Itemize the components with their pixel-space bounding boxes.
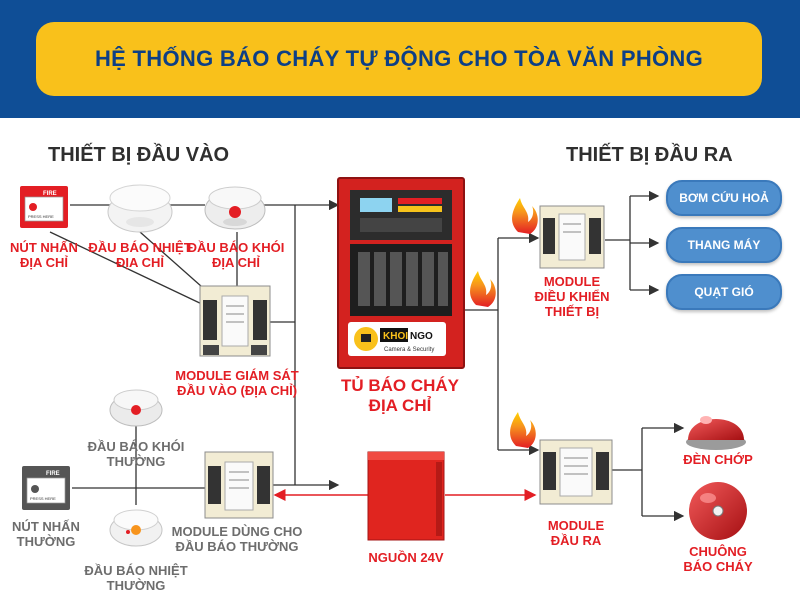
fire-bell-icon [689,482,747,540]
mcp-fire-text: FIRE [43,191,57,197]
output-elevator-pill: THANG MÁY [666,227,782,263]
manual-call-point-address: FIRE PRESS HERE [20,186,68,228]
smoke-detector-conventional [109,389,163,427]
label-dau-bao-nhiet-thuong: ĐẦU BÁO NHIỆT THƯỜNG [84,563,188,593]
label-den-chop: ĐÈN CHỚP [683,452,753,467]
smoke-detector-address [204,186,266,230]
fire-alarm-panel: KHOI NGO Camera & Security [337,177,465,369]
title-box: HỆ THỐNG BÁO CHÁY TỰ ĐỘNG CHO TÒA VĂN PH… [36,22,762,96]
header-band: HỆ THỐNG BÁO CHÁY TỰ ĐỘNG CHO TÒA VĂN PH… [0,0,800,118]
label-module-dau-ra: MODULE ĐẦU RA [547,518,605,548]
label-nut-nhan-dia-chi: NÚT NHẤN ĐỊA CHỈ [10,240,78,270]
label-chuong: CHUÔNG BÁO CHÁY [683,544,753,574]
label-nguon: NGUỒN 24V [368,550,444,565]
output-fan-pill: QUẠT GIÓ [666,274,782,310]
output-section-title: THIẾT BỊ ĐẦU RA [566,144,733,166]
page-title: HỆ THỐNG BÁO CHÁY TỰ ĐỘNG CHO TÒA VĂN PH… [94,46,704,71]
output-pump-pill: BƠM CỨU HOẢ [666,180,782,216]
logo-name-a: KHOI [383,331,408,342]
manual-call-point-conventional: FIRE PRESS HERE [22,466,70,510]
label-dau-bao-khoi-dia-chi: ĐẦU BÁO KHÓI ĐỊA CHỈ [187,240,285,270]
power-supply-box [367,451,445,541]
label-module-dung-cho: MODULE DÙNG CHO ĐẦU BÁO THƯỜNG [171,524,303,554]
output-wiring [463,190,685,522]
label-nut-nhan-thuong: NÚT NHẤN THƯỜNG [12,519,80,549]
input-wiring [49,199,340,505]
logo-tagline: Camera & Security [384,347,434,353]
output-module [539,439,613,505]
monitor-module [199,285,271,357]
control-module [539,205,605,269]
label-module-dieu-khien: MODULE ĐIỀU KHIỂN THIẾT BỊ [534,274,610,319]
mcp2-press-text: PRESS HERE [30,496,56,501]
mcp-press-text: PRESS HERE [28,214,54,219]
flame-icon [470,198,538,448]
heat-detector-address [107,184,173,233]
label-tu-bao-chay: TỦ BÁO CHÁY ĐỊA CHỈ [340,376,460,415]
label-module-giam-sat: MODULE GIÁM SÁT ĐẦU VÀO (ĐỊA CHỈ) [175,368,299,398]
strobe-light-icon [686,416,746,450]
mcp2-fire-text: FIRE [46,471,60,477]
label-dau-bao-khoi-thuong: ĐẦU BÁO KHÓI THƯỜNG [87,439,185,469]
heat-detector-conventional [109,509,163,547]
logo-name-b: NGO [410,331,433,342]
input-section-title: THIẾT BỊ ĐẦU VÀO [48,144,230,166]
conventional-module [204,451,274,519]
label-dau-bao-nhiet-dia-chi: ĐẦU BÁO NHIỆT ĐỊA CHỈ [88,240,192,270]
